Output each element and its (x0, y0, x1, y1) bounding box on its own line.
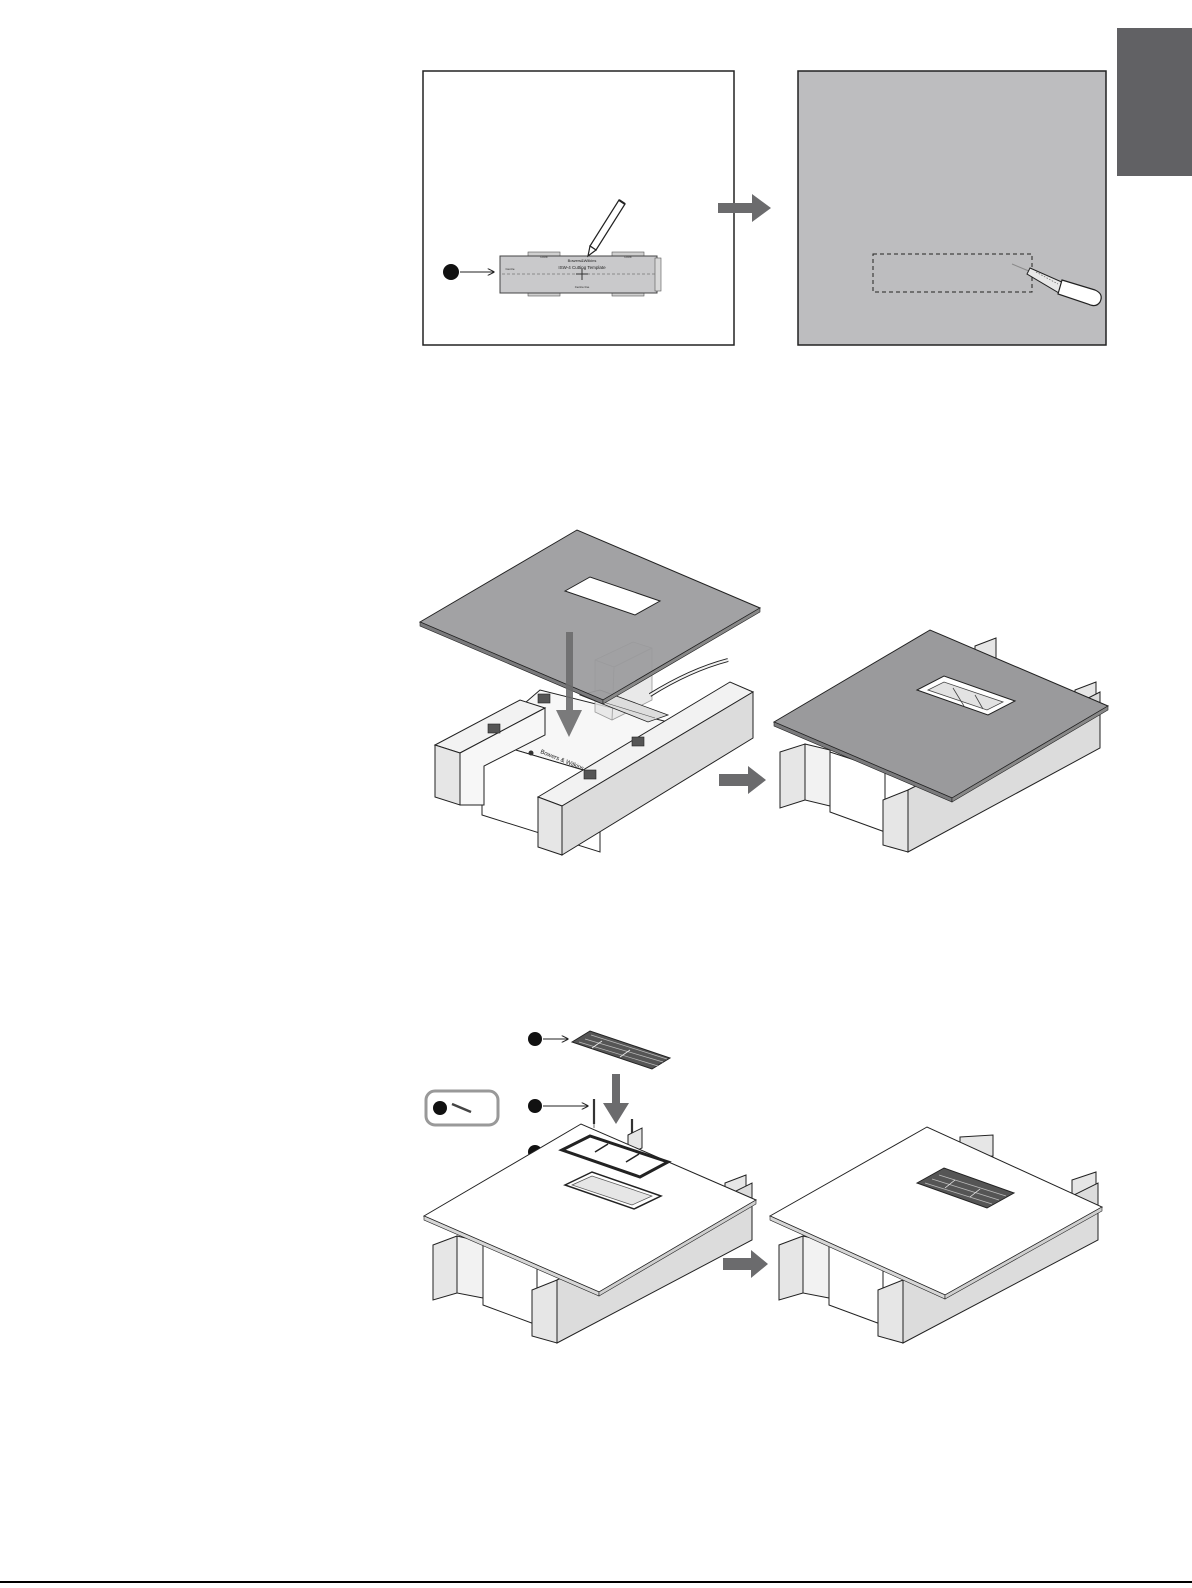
right-arrow-icon (719, 766, 766, 794)
template-centre-line-text: Centre line (575, 285, 590, 289)
callout-dot-icon (528, 1099, 542, 1113)
right-arrow-icon (723, 1250, 768, 1278)
step2-assembly-right (774, 630, 1108, 852)
step1-panel-template: Bowers&Wilkins ISW-4 Cutting Template Ce… (423, 71, 734, 345)
callout-dot-icon (433, 1101, 447, 1115)
step2-assembly-left: Bowers & Wilkins (420, 530, 760, 855)
template-centre-text: Centre (505, 267, 514, 271)
down-arrow-icon (603, 1074, 629, 1124)
cutting-template: Bowers&Wilkins ISW-4 Cutting Template Ce… (500, 252, 661, 296)
page-footer-rule (0, 1581, 1192, 1583)
template-front-text-a: Front (540, 255, 547, 259)
template-title-text: ISW-4 Cutting Template (558, 265, 606, 270)
template-front-text-b: Front (624, 255, 631, 259)
step3-assembly-left (424, 1031, 756, 1343)
template-brand-text: Bowers&Wilkins (568, 258, 597, 263)
callout-dot-icon (443, 264, 459, 280)
step3-assembly-right (770, 1127, 1102, 1343)
grille-icon (572, 1031, 670, 1069)
callout-dot-icon (528, 1032, 542, 1046)
step1-panel-ceiling (798, 71, 1106, 345)
